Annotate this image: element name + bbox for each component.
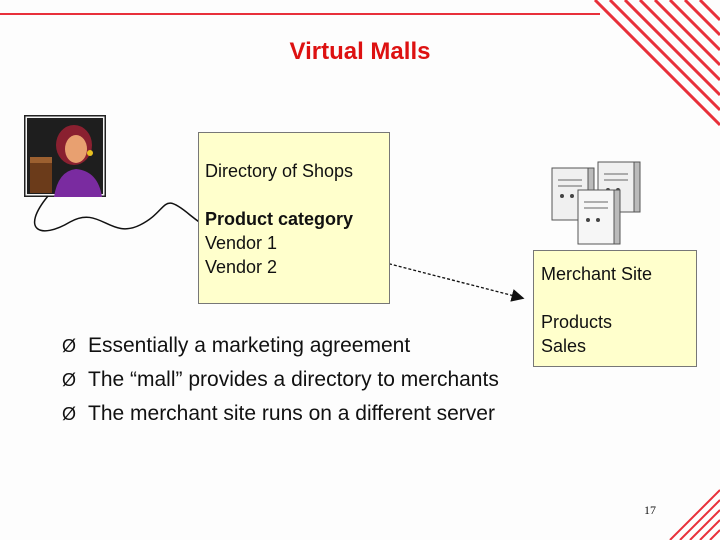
- corner-stripes-decoration: [593, 0, 720, 127]
- bullet-item: Ø The “mall” provides a directory to merc…: [62, 368, 499, 402]
- merchant-site-box: Merchant Site Products Sales: [533, 250, 697, 367]
- merchant-site-title: Merchant Site: [541, 264, 653, 284]
- directory-box: Directory of Shops Product category Vend…: [198, 132, 390, 304]
- user-at-computer-icon: [24, 115, 106, 197]
- directory-heading: Directory of Shops: [205, 161, 354, 181]
- bullet-item: Ø The merchant site runs on a different s…: [62, 402, 499, 436]
- merchant-products: Products: [541, 312, 613, 332]
- top-rule-decoration: [0, 13, 600, 15]
- arrow-bullet-icon: Ø: [62, 404, 77, 424]
- bullet-text: Essentially a marketing agreement: [88, 334, 411, 357]
- bullet-text: The “mall” provides a directory to merch…: [88, 368, 499, 391]
- page-number: 17: [644, 503, 656, 517]
- bullet-text: The merchant site runs on a different se…: [88, 402, 495, 425]
- vendor-1-link: Vendor 1: [205, 233, 278, 253]
- bullet-item: Ø Essentially a marketing agreement: [62, 334, 499, 368]
- merchant-sales: Sales: [541, 336, 587, 356]
- arrow-bullet-icon: Ø: [62, 370, 77, 390]
- bullet-list: Ø Essentially a marketing agreement Ø The …: [62, 334, 499, 436]
- slide-title: Virtual Malls: [289, 38, 431, 65]
- bottom-stripes-decoration: [669, 489, 720, 540]
- product-category-link: Product category: [205, 209, 354, 229]
- server-stack-icon: [551, 161, 641, 245]
- vendor-2-link: Vendor 2: [205, 257, 278, 277]
- arrow-bullet-icon: Ø: [62, 336, 77, 356]
